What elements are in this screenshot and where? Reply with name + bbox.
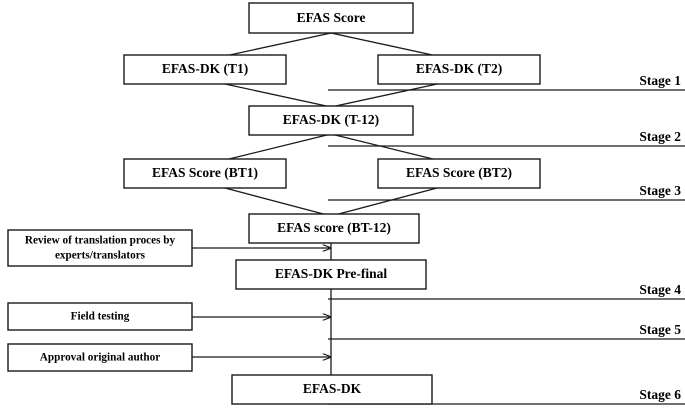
node-efas-dk-t1-box bbox=[123, 54, 287, 85]
node-approval-original-author[interactable]: Approval original author bbox=[7, 343, 193, 372]
connector-t12-to-bt2 bbox=[330, 133, 438, 161]
node-efas-dk-final-label: EFAS-DK bbox=[303, 381, 362, 396]
side-arrows bbox=[192, 248, 331, 357]
connector-bt2-to-bt12 bbox=[330, 187, 438, 217]
node-efas-dk-t2-box bbox=[377, 54, 541, 85]
connector-t1-to-t12 bbox=[224, 83, 332, 108]
connector-t2-to-t12 bbox=[330, 83, 438, 108]
node-efas-dk-t12[interactable]: EFAS-DK (T-12) bbox=[248, 105, 414, 136]
node-approval-label: Approval original author bbox=[40, 352, 160, 364]
node-efas-score[interactable]: EFAS Score bbox=[248, 2, 414, 34]
stage-label-1: Stage 1 bbox=[639, 73, 681, 88]
node-efas-dk-final-box bbox=[231, 374, 433, 405]
node-efas-score-bt12-label: EFAS score (BT-12) bbox=[277, 220, 391, 235]
stage-label-5: Stage 5 bbox=[639, 322, 681, 337]
node-efas-dk-t1[interactable]: EFAS-DK (T1) bbox=[123, 54, 287, 85]
stage-label-3: Stage 3 bbox=[639, 183, 681, 198]
connector-score-to-t1 bbox=[224, 32, 332, 57]
node-field-testing[interactable]: Field testing bbox=[7, 302, 193, 331]
connector-score-to-t2 bbox=[330, 32, 438, 57]
node-approval-box bbox=[7, 343, 193, 372]
node-field-testing-box bbox=[7, 302, 193, 331]
node-efas-dk-t12-box bbox=[248, 105, 414, 136]
node-efas-score-bt12-box bbox=[248, 213, 420, 244]
node-field-testing-label: Field testing bbox=[71, 311, 130, 323]
node-efas-dk-t1-label: EFAS-DK (T1) bbox=[162, 61, 248, 76]
node-efas-dk-final[interactable]: EFAS-DK bbox=[231, 374, 433, 405]
stage-label-4: Stage 4 bbox=[639, 282, 681, 297]
stage-labels: Stage 1 Stage 2 Stage 3 Stage 4 Stage 5 … bbox=[639, 73, 681, 402]
connector-bt1-to-bt12 bbox=[224, 187, 332, 217]
node-efas-score-bt2-box bbox=[377, 158, 541, 189]
node-efas-score-bt2-label: EFAS Score (BT2) bbox=[406, 165, 512, 180]
node-efas-score-box bbox=[248, 2, 414, 34]
node-efas-score-label: EFAS Score bbox=[297, 10, 366, 25]
node-efas-dk-t12-label: EFAS-DK (T-12) bbox=[283, 112, 379, 127]
node-review-of-translation[interactable]: Review of translation proces by experts/… bbox=[7, 229, 193, 267]
node-review-label-line1: Review of translation proces by bbox=[25, 235, 176, 247]
node-review-label-line2: experts/translators bbox=[55, 250, 146, 262]
node-efas-score-bt1-label: EFAS Score (BT1) bbox=[152, 165, 258, 180]
node-efas-score-bt2[interactable]: EFAS Score (BT2) bbox=[377, 158, 541, 189]
node-efas-dk-t2[interactable]: EFAS-DK (T2) bbox=[377, 54, 541, 85]
connector-lines bbox=[224, 32, 438, 375]
node-efas-dk-t2-label: EFAS-DK (T2) bbox=[416, 61, 502, 76]
node-efas-dk-prefinal[interactable]: EFAS-DK Pre-final bbox=[235, 259, 427, 290]
node-review-box bbox=[7, 229, 193, 267]
node-efas-score-bt12[interactable]: EFAS score (BT-12) bbox=[248, 213, 420, 244]
node-efas-dk-prefinal-box bbox=[235, 259, 427, 290]
node-efas-dk-prefinal-label: EFAS-DK Pre-final bbox=[275, 266, 388, 281]
node-efas-score-bt1-box bbox=[123, 158, 287, 189]
stage-divider-lines bbox=[328, 89, 685, 405]
node-efas-score-bt1[interactable]: EFAS Score (BT1) bbox=[123, 158, 287, 189]
connector-t12-to-bt1 bbox=[224, 133, 332, 161]
stage-label-2: Stage 2 bbox=[639, 129, 681, 144]
stage-label-6: Stage 6 bbox=[639, 387, 681, 402]
